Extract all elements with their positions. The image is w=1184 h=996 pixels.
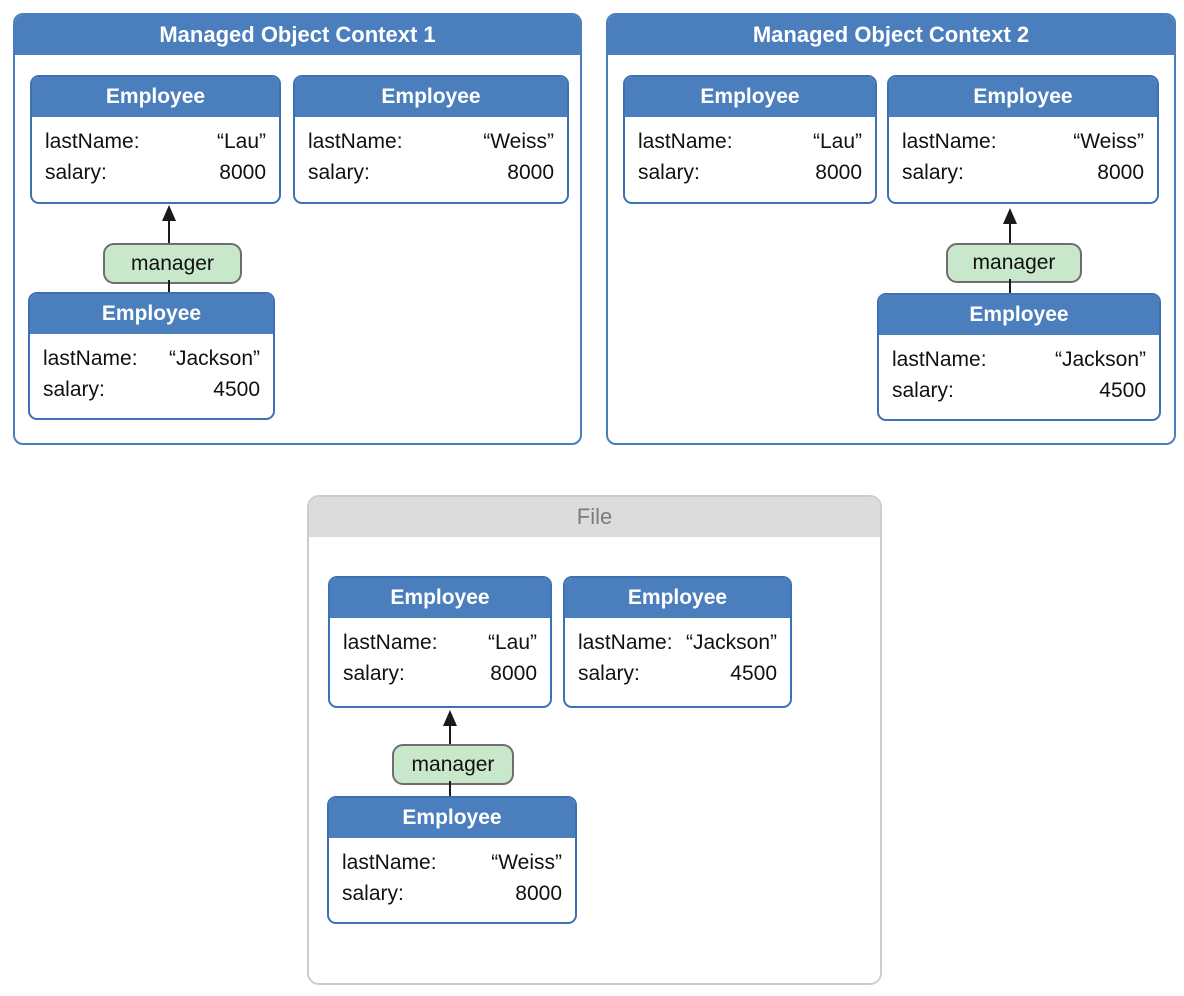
entity-name: Employee bbox=[329, 798, 575, 838]
context-2-title: Managed Object Context 2 bbox=[608, 15, 1174, 55]
employee-card-lau-ctx1: Employee lastName: “Lau” salary: 8000 bbox=[30, 75, 281, 204]
employee-card-weiss-ctx2: Employee lastName: “Weiss” salary: 8000 bbox=[887, 75, 1159, 204]
field-row: lastName: “Jackson” bbox=[892, 344, 1146, 375]
entity-fields: lastName: “Jackson” salary: 4500 bbox=[565, 618, 790, 689]
arrow-up-icon bbox=[162, 205, 176, 221]
field-label: salary: bbox=[638, 161, 700, 184]
field-value: 8000 bbox=[507, 161, 554, 184]
employee-card-lau-file: Employee lastName: “Lau” salary: 8000 bbox=[328, 576, 552, 708]
field-value: 8000 bbox=[1097, 161, 1144, 184]
field-row: lastName: “Lau” bbox=[45, 126, 266, 157]
arrow-up-icon bbox=[1003, 208, 1017, 224]
connector-line bbox=[449, 724, 451, 745]
field-row: salary: 8000 bbox=[308, 157, 554, 188]
field-value: “Weiss” bbox=[491, 851, 562, 874]
field-value: “Weiss” bbox=[483, 130, 554, 153]
manager-relationship-badge: manager bbox=[103, 243, 242, 284]
manager-relationship-badge: manager bbox=[392, 744, 514, 785]
field-row: salary: 4500 bbox=[578, 658, 777, 689]
field-value: 4500 bbox=[213, 378, 260, 401]
field-value: “Jackson” bbox=[168, 347, 260, 370]
employee-card-lau-ctx2: Employee lastName: “Lau” salary: 8000 bbox=[623, 75, 877, 204]
relationship-label: manager bbox=[131, 251, 214, 275]
field-label: lastName: bbox=[43, 347, 138, 370]
field-row: salary: 8000 bbox=[342, 878, 562, 909]
entity-name: Employee bbox=[295, 77, 567, 117]
field-label: lastName: bbox=[308, 130, 403, 153]
relationship-label: manager bbox=[411, 752, 495, 776]
field-label: salary: bbox=[902, 161, 964, 184]
field-value: 8000 bbox=[490, 662, 537, 685]
context-1-title: Managed Object Context 1 bbox=[15, 15, 580, 55]
field-row: salary: 8000 bbox=[638, 157, 862, 188]
field-value: “Jackson” bbox=[1054, 348, 1146, 371]
field-value: “Jackson” bbox=[685, 631, 777, 654]
entity-name: Employee bbox=[330, 578, 550, 618]
field-row: salary: 8000 bbox=[45, 157, 266, 188]
field-row: salary: 8000 bbox=[343, 658, 537, 689]
field-row: salary: 8000 bbox=[902, 157, 1144, 188]
employee-card-jackson-ctx1: Employee lastName: “Jackson” salary: 450… bbox=[28, 292, 275, 420]
field-label: salary: bbox=[343, 662, 405, 685]
employee-card-jackson-file: Employee lastName: “Jackson” salary: 450… bbox=[563, 576, 792, 708]
connector-line bbox=[168, 219, 170, 244]
entity-fields: lastName: “Jackson” salary: 4500 bbox=[30, 334, 273, 405]
entity-name: Employee bbox=[879, 295, 1159, 335]
field-value: 8000 bbox=[219, 161, 266, 184]
field-row: salary: 4500 bbox=[43, 374, 260, 405]
relationship-label: manager bbox=[972, 251, 1056, 274]
entity-fields: lastName: “Lau” salary: 8000 bbox=[32, 117, 279, 188]
field-row: lastName: “Lau” bbox=[638, 126, 862, 157]
field-label: salary: bbox=[342, 882, 404, 905]
entity-fields: lastName: “Lau” salary: 8000 bbox=[625, 117, 875, 188]
field-label: salary: bbox=[578, 662, 640, 685]
field-value: “Lau” bbox=[487, 631, 537, 654]
employee-card-jackson-ctx2: Employee lastName: “Jackson” salary: 450… bbox=[877, 293, 1161, 421]
field-value: “Weiss” bbox=[1073, 130, 1144, 153]
connector-line bbox=[168, 280, 170, 293]
entity-name: Employee bbox=[625, 77, 875, 117]
entity-name: Employee bbox=[889, 77, 1157, 117]
entity-fields: lastName: “Jackson” salary: 4500 bbox=[879, 335, 1159, 406]
field-row: lastName: “Jackson” bbox=[43, 343, 260, 374]
entity-fields: lastName: “Weiss” salary: 8000 bbox=[329, 838, 575, 909]
field-row: lastName: “Jackson” bbox=[578, 627, 777, 658]
field-value: 4500 bbox=[730, 662, 777, 685]
entity-fields: lastName: “Weiss” salary: 8000 bbox=[295, 117, 567, 188]
field-label: salary: bbox=[892, 379, 954, 402]
connector-line bbox=[449, 781, 451, 797]
field-label: lastName: bbox=[45, 130, 140, 153]
field-label: salary: bbox=[45, 161, 107, 184]
arrow-up-icon bbox=[443, 710, 457, 726]
entity-name: Employee bbox=[32, 77, 279, 117]
field-label: lastName: bbox=[343, 631, 438, 654]
field-value: “Lau” bbox=[812, 130, 862, 153]
entity-fields: lastName: “Lau” salary: 8000 bbox=[330, 618, 550, 689]
field-row: lastName: “Weiss” bbox=[342, 847, 562, 878]
field-row: lastName: “Weiss” bbox=[308, 126, 554, 157]
field-label: lastName: bbox=[342, 851, 437, 874]
field-label: lastName: bbox=[902, 130, 997, 153]
field-row: lastName: “Lau” bbox=[343, 627, 537, 658]
manager-relationship-badge: manager bbox=[946, 243, 1082, 283]
connector-line bbox=[1009, 222, 1011, 244]
file-title: File bbox=[309, 497, 880, 537]
connector-line bbox=[1009, 279, 1011, 294]
field-row: salary: 4500 bbox=[892, 375, 1146, 406]
entity-name: Employee bbox=[30, 294, 273, 334]
employee-card-weiss-file: Employee lastName: “Weiss” salary: 8000 bbox=[327, 796, 577, 924]
field-row: lastName: “Weiss” bbox=[902, 126, 1144, 157]
employee-card-weiss-ctx1: Employee lastName: “Weiss” salary: 8000 bbox=[293, 75, 569, 204]
field-value: 8000 bbox=[515, 882, 562, 905]
field-label: lastName: bbox=[892, 348, 987, 371]
entity-name: Employee bbox=[565, 578, 790, 618]
field-label: lastName: bbox=[578, 631, 673, 654]
field-value: 4500 bbox=[1099, 379, 1146, 402]
field-label: salary: bbox=[43, 378, 105, 401]
entity-fields: lastName: “Weiss” salary: 8000 bbox=[889, 117, 1157, 188]
field-label: salary: bbox=[308, 161, 370, 184]
field-value: “Lau” bbox=[216, 130, 266, 153]
field-label: lastName: bbox=[638, 130, 733, 153]
field-value: 8000 bbox=[815, 161, 862, 184]
